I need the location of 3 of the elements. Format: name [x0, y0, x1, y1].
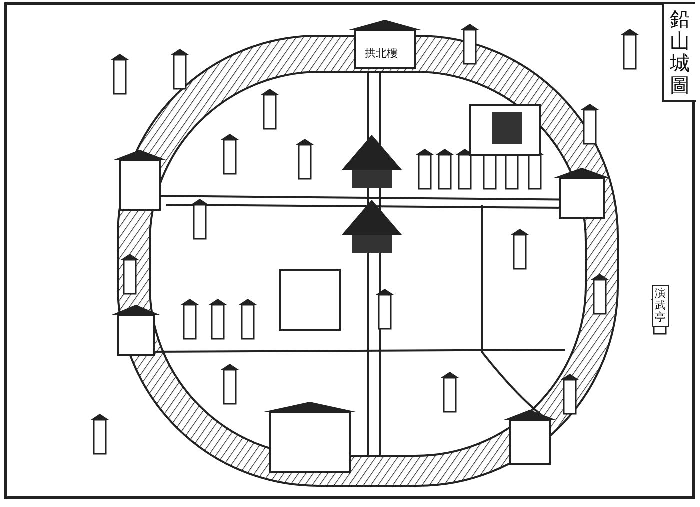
gate-tower-name: 拱北樓	[363, 46, 400, 61]
pavilion-name-plaque: 演武亭	[652, 285, 669, 328]
map-title: 鉛山城圖	[662, 4, 696, 102]
